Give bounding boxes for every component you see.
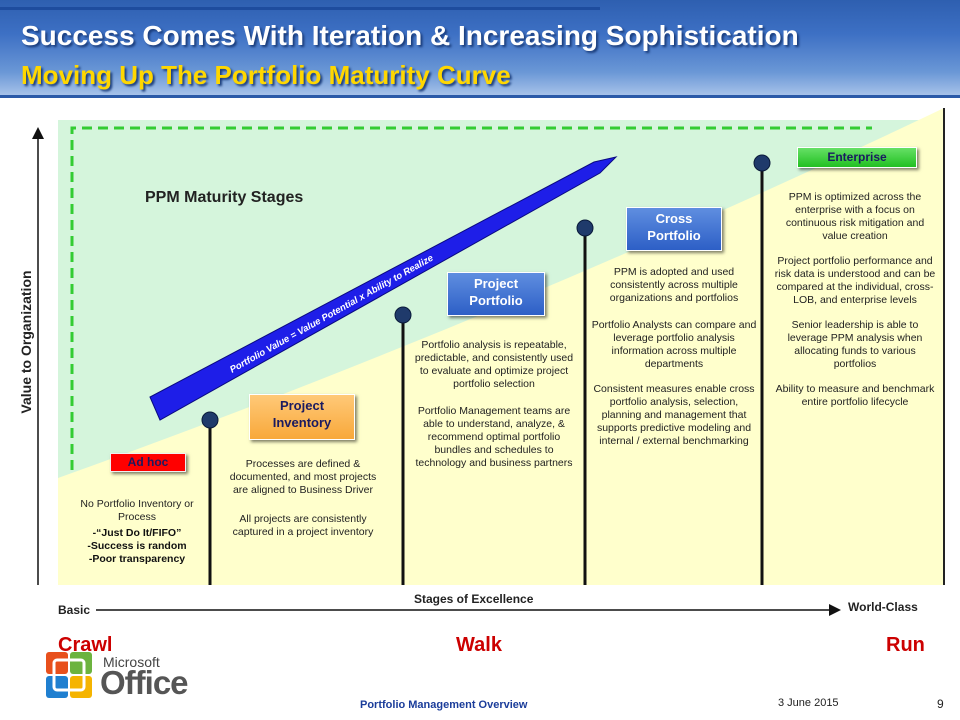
slide-title: Success Comes With Iteration & Increasin… (21, 20, 799, 51)
maturity-diagram: Portfolio Value = Value Potential x Abil… (32, 108, 945, 616)
stage-enterprise-text: PPM is optimized across the enterprise w… (774, 191, 936, 408)
header-rule-top (0, 7, 600, 10)
x-axis-label: Stages of Excellence (414, 592, 534, 606)
diagram-heading: PPM Maturity Stages (145, 189, 304, 206)
stage-project-inventory-text: Processes are defined & documented, and … (229, 458, 377, 538)
phase-crawl: Crawl (58, 634, 113, 656)
stage-enterprise-label: Enterprise (797, 147, 917, 168)
stage-dot-1 (201, 411, 219, 429)
stage-ad-hoc-label: Ad hoc (110, 453, 186, 472)
stage-dot-2 (394, 306, 412, 324)
brand-microsoft: Microsoft (103, 654, 160, 670)
header-rule-bottom (0, 95, 960, 98)
phase-run: Run (886, 634, 925, 656)
value-arrow (149, 156, 618, 421)
x-axis-world-class: World-Class (848, 600, 918, 614)
stage-dot-3 (576, 219, 594, 237)
stage-cross-portfolio-text: PPM is adopted and used consistently acr… (591, 266, 757, 447)
slide-subtitle: Moving Up The Portfolio Maturity Curve (21, 60, 511, 90)
y-axis-label: Value to Organization (18, 270, 34, 414)
slide-date: 3 June 2015 (778, 697, 839, 709)
stage-dot-4 (753, 154, 771, 172)
stage-ad-hoc-text: No Portfolio Inventory or Process -“Just… (80, 498, 194, 565)
brand-office: Office (100, 664, 189, 701)
dashed-boundary (70, 126, 872, 470)
slide-number: 9 (937, 697, 944, 711)
stage-project-portfolio-text: Portfolio analysis is repeatable, predic… (414, 339, 574, 469)
x-axis-basic: Basic (58, 603, 91, 617)
slide-header (0, 0, 960, 96)
office-logo-icon (46, 652, 92, 698)
yellow-curve-region (58, 108, 944, 585)
phase-walk: Walk (456, 634, 502, 656)
presentation-title: Portfolio Management Overview (360, 699, 528, 711)
